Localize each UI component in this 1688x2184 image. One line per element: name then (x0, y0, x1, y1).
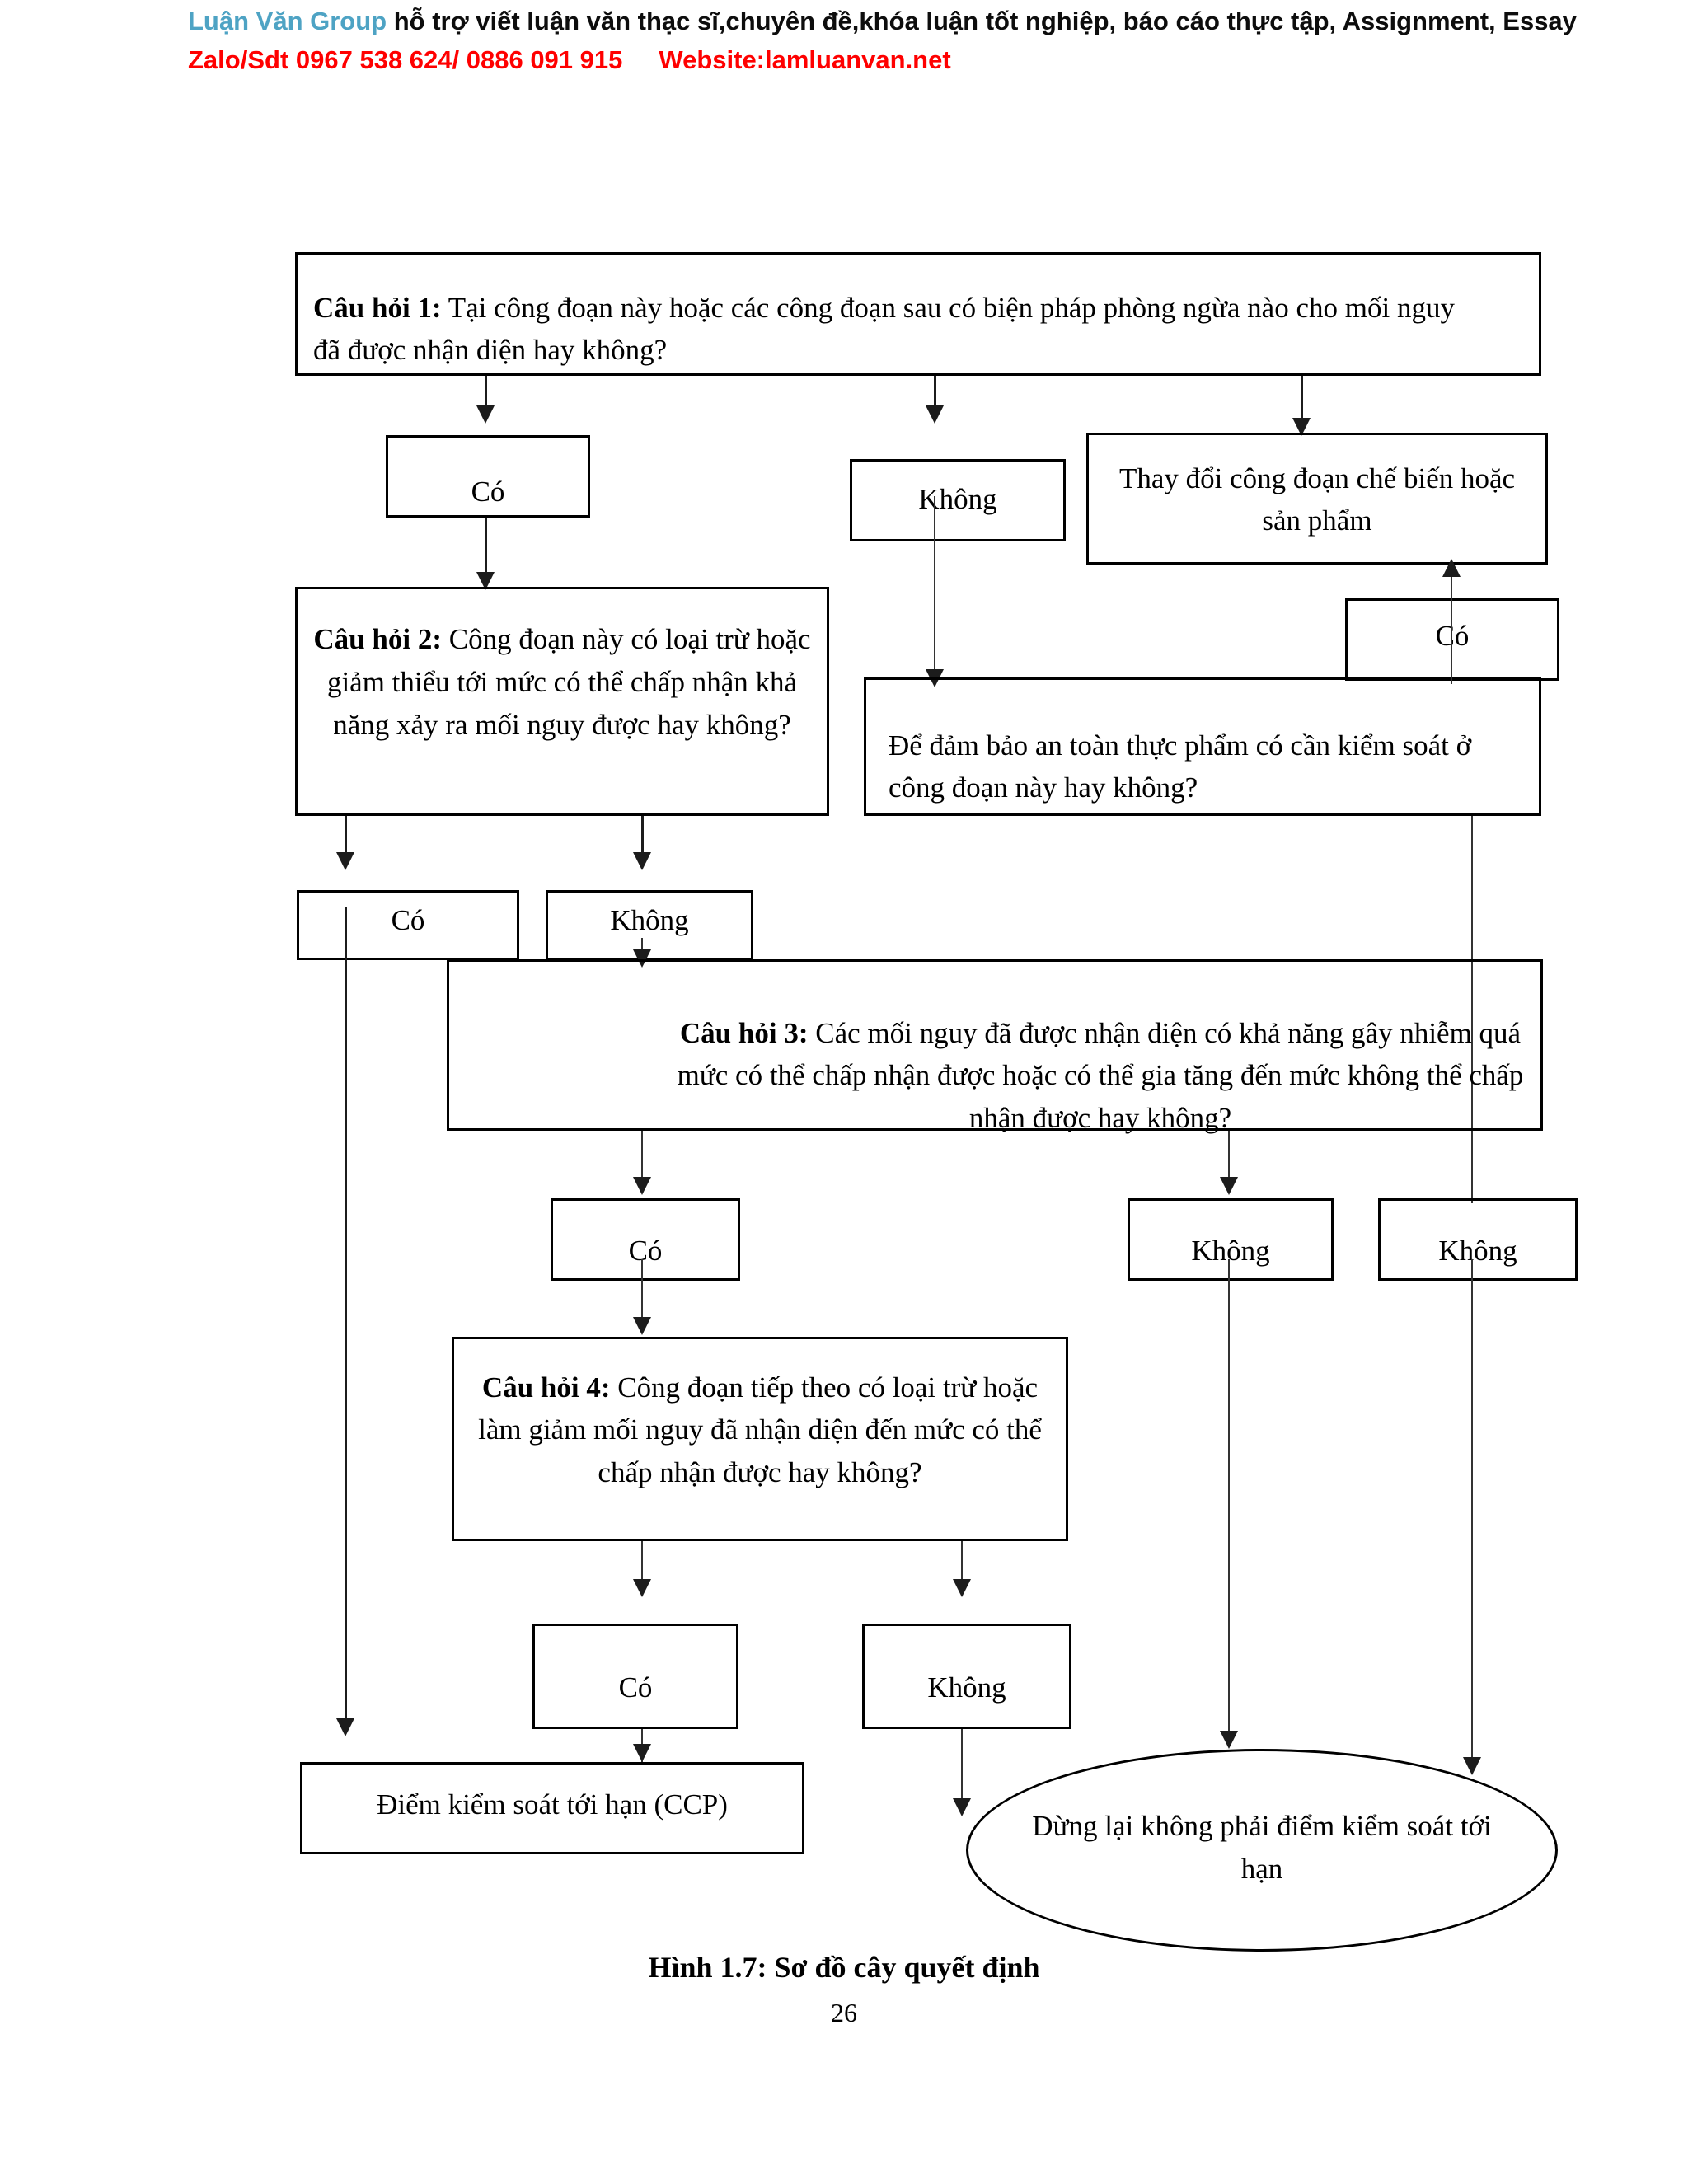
header-tagline: hỗ trợ viết luận văn thạc sĩ,chuyên đề,k… (387, 7, 1577, 35)
arrow-q2yes-to-ccp (336, 1718, 354, 1736)
node-modify-process-box (1086, 433, 1548, 565)
edge-q2-to-yes (345, 816, 347, 855)
node-question-1-text: Câu hỏi 1: Tại công đoạn này hoặc các cô… (313, 287, 1484, 372)
question-1-label: Câu hỏi 1: (313, 292, 442, 324)
node-food-safety-box (864, 677, 1541, 816)
arrow-q3yes-to-q4 (633, 1317, 651, 1335)
edge-q3-to-yes (641, 1131, 643, 1179)
node-question-2-text: Câu hỏi 2: Công đoạn này có loại trừ hoặ… (308, 618, 816, 746)
figure-caption: Hình 1.7: Sơ đồ cây quyết định (648, 1951, 1040, 1984)
node-safety-no-label: Không (1438, 1235, 1517, 1267)
node-q1-yes-label: Có (471, 476, 505, 508)
edge-q4-to-no (961, 1541, 963, 1581)
arrow-safetyno-to-stop (1463, 1757, 1481, 1775)
node-q3-yes-label: Có (628, 1235, 663, 1267)
edge-q2-to-no (641, 816, 644, 855)
node-q2-no-label: Không (610, 904, 689, 936)
contact-website: Website:lamluanvan.net (659, 45, 951, 75)
edge-safetyno-to-stop (1471, 1259, 1473, 1770)
arrow-q1-to-yes (476, 405, 495, 424)
page-number: 26 (831, 1998, 857, 2027)
node-ccp-label: Điểm kiểm soát tới hạn (CCP) (377, 1788, 728, 1821)
node-q3-no-box (1128, 1198, 1334, 1281)
edge-q4-to-yes (641, 1541, 643, 1581)
edge-safety-to-no-right (1471, 816, 1473, 1203)
brand-name: Luận Văn Group (188, 7, 387, 35)
node-q3-no-label: Không (1191, 1235, 1270, 1267)
question-4-body: Công đoạn tiếp theo có loại trừ hoặc làm… (478, 1371, 1042, 1488)
edge-q2yes-to-ccp (345, 907, 347, 1731)
question-2-body: Công đoạn này có loại trừ hoặc giảm thiể… (326, 623, 811, 741)
question-1-body: Tại công đoạn này hoặc các công đoạn sau… (313, 292, 1455, 367)
node-q4-no-box (862, 1624, 1071, 1729)
node-q1-yes-box (386, 435, 590, 518)
edge-q1-to-yes (485, 376, 487, 409)
edge-q3-to-no (1228, 1131, 1230, 1179)
edge-q3yes-to-q4 (641, 1259, 643, 1324)
node-question-4-box (452, 1337, 1068, 1541)
arrow-q4no-to-stop (953, 1798, 971, 1816)
node-stop-ellipse (966, 1749, 1558, 1952)
arrow-q4-to-yes (633, 1579, 651, 1597)
node-modify-process-text: Thay đổi công đoạn chế biến hoặc sản phẩ… (1118, 462, 1516, 537)
arrow-q3no-to-stop (1220, 1731, 1238, 1749)
arrow-q2-to-yes (336, 852, 354, 870)
node-q1-no-label: Không (918, 483, 997, 515)
contact-phone: Zalo/Sdt 0967 538 624/ 0886 091 915 (188, 45, 623, 75)
question-3-body: Các mối nguy đã được nhận diện có khả nă… (677, 1017, 1524, 1134)
arrow-safetyyes-to-modify (1442, 559, 1461, 577)
node-q3-yes-box (551, 1198, 740, 1281)
node-q4-yes-label: Có (618, 1671, 653, 1704)
arrow-q3-to-no (1220, 1177, 1238, 1195)
node-q2-yes-label: Có (391, 904, 425, 936)
node-ccp-box (300, 1762, 804, 1854)
question-3-label: Câu hỏi 3: (679, 1017, 809, 1049)
arrow-q4-to-no (953, 1579, 971, 1597)
edge-q1-to-modify (1301, 376, 1303, 421)
arrow-q2no-to-q3 (633, 949, 651, 968)
edge-q1-to-no (934, 376, 936, 409)
node-food-safety-text: Để đảm bảo an toàn thực phẩm có cần kiểm… (889, 729, 1472, 804)
site-header: Luận Văn Group hỗ trợ viết luận văn thạc… (188, 5, 1589, 77)
arrow-q1yes-to-q2 (476, 572, 495, 590)
edge-safetyyes-to-modify (1451, 577, 1452, 684)
edge-q4no-to-stop (961, 1729, 963, 1811)
question-2-label: Câu hỏi 2: (313, 623, 442, 655)
node-question-1-box (295, 252, 1541, 376)
edge-q3no-to-stop (1228, 1259, 1230, 1746)
node-q2-yes-box (297, 890, 519, 960)
edge-q1no-to-safety (934, 496, 935, 677)
node-safety-yes-box (1345, 598, 1559, 681)
arrow-q1-to-modify (1292, 418, 1311, 436)
arrow-q4yes-to-ccp (633, 1744, 651, 1762)
edge-q1yes-to-q2 (485, 518, 487, 583)
header-contact-line: Zalo/Sdt 0967 538 624/ 0886 091 915 Websi… (188, 44, 1589, 77)
node-stop-text: Dừng lại không phải điểm kiểm soát tới h… (1032, 1810, 1492, 1885)
node-question-3-text: Câu hỏi 3: Các mối nguy đã được nhận diệ… (676, 1012, 1525, 1139)
node-q4-yes-box (532, 1624, 738, 1729)
node-q1-no-box (850, 459, 1066, 541)
arrow-q2-to-no (633, 852, 651, 870)
question-4-label: Câu hỏi 4: (481, 1371, 611, 1404)
arrow-q1-to-no (926, 405, 944, 424)
node-safety-yes-label: Có (1345, 620, 1559, 653)
node-q4-no-label: Không (927, 1671, 1006, 1704)
node-question-2-box (295, 587, 829, 816)
arrow-q3-to-yes (633, 1177, 651, 1195)
node-question-3-box (447, 959, 1543, 1131)
node-safety-no-box (1378, 1198, 1578, 1281)
node-question-4-text: Câu hỏi 4: Công đoạn tiếp theo có loại t… (467, 1366, 1053, 1493)
